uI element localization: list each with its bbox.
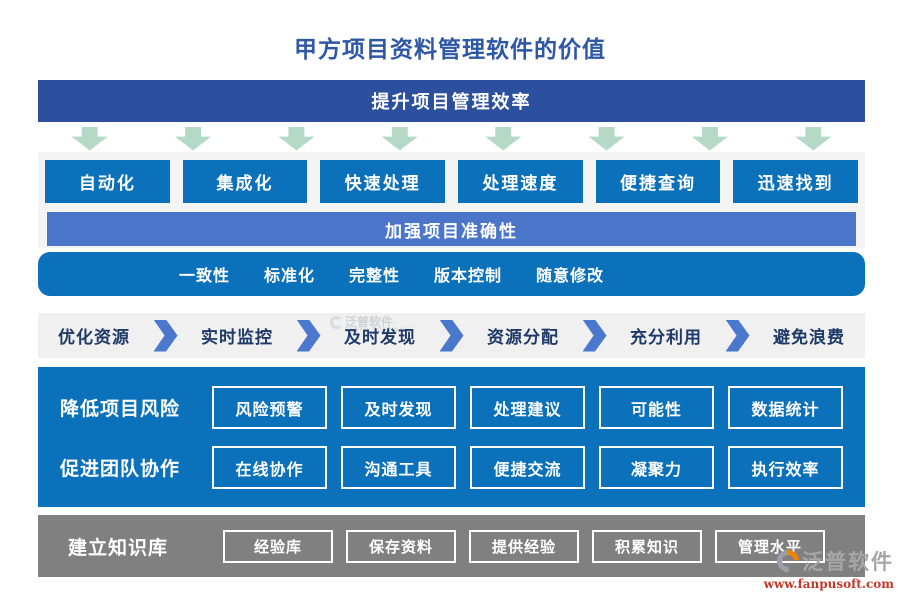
risk-item-suggestions: 处理建议 [470, 386, 585, 429]
risk-item-warning: 风险预警 [212, 386, 327, 429]
flow-step-timely-discovery: 及时发现 [344, 328, 416, 348]
banner-enhance-accuracy: 加强项目准确性 [47, 212, 856, 246]
page-title: 甲方项目资料管理软件的价值 [294, 37, 606, 63]
down-arrow-icon [381, 126, 418, 151]
fanpu-logo-icon [772, 545, 804, 577]
accuracy-items-bar: 一致性 标准化 完整性 版本控制 随意修改 [38, 252, 865, 296]
flow-step-optimize-resources: 优化资源 [58, 328, 130, 348]
teamwork-item-communication-tools: 沟通工具 [341, 446, 456, 489]
chevron-right-icon [439, 319, 464, 352]
knowledge-item-accumulate-knowledge: 积累知识 [592, 529, 702, 563]
efficiency-item-fast-processing: 快速处理 [320, 160, 446, 203]
teamwork-row: 促进团队协作 在线协作 沟通工具 便捷交流 凝聚力 执行效率 [38, 446, 865, 489]
accuracy-item-version-control: 版本控制 [434, 266, 503, 285]
knowledge-item-save-documents: 保存资料 [346, 529, 456, 563]
down-arrow-icon [691, 126, 728, 151]
efficiency-section: 自动化 集成化 快速处理 处理速度 便捷查询 迅速找到 加强项目准确性 [38, 152, 865, 248]
down-arrow-icon [71, 126, 108, 151]
down-arrow-icon [795, 126, 832, 151]
down-arrow-icon [175, 126, 212, 151]
risk-teamwork-section: 降低项目风险 风险预警 及时发现 处理建议 可能性 数据统计 促进团队协作 在线… [38, 367, 865, 507]
efficiency-item-quick-find: 迅速找到 [733, 160, 859, 203]
down-arrow-icon [485, 126, 522, 151]
chevron-right-icon [582, 319, 607, 352]
teamwork-item-easy-communication: 便捷交流 [470, 446, 585, 489]
knowledge-item-experience-base: 经验库 [223, 529, 333, 563]
knowledge-item-provide-experience: 提供经验 [469, 529, 579, 563]
chevron-right-icon [725, 319, 750, 352]
risk-items: 风险预警 及时发现 处理建议 可能性 数据统计 [212, 386, 843, 429]
risk-label: 降低项目风险 [60, 398, 181, 420]
teamwork-item-execution-efficiency: 执行效率 [728, 446, 843, 489]
accuracy-item-standardization: 标准化 [263, 266, 315, 285]
knowledge-section: 建立知识库 经验库 保存资料 提供经验 积累知识 管理水平 [38, 515, 865, 577]
flow-step-realtime-monitoring: 实时监控 [201, 328, 273, 348]
banner-improve-efficiency: 提升项目管理效率 [38, 80, 865, 122]
down-arrow-icon [588, 126, 625, 151]
efficiency-item-automation: 自动化 [45, 160, 170, 203]
knowledge-item-management-level: 管理水平 [715, 529, 825, 563]
knowledge-items: 经验库 保存资料 提供经验 积累知识 管理水平 [223, 529, 825, 563]
teamwork-label: 促进团队协作 [60, 458, 181, 480]
teamwork-item-cohesion: 凝聚力 [599, 446, 714, 489]
teamwork-items: 在线协作 沟通工具 便捷交流 凝聚力 执行效率 [212, 446, 843, 489]
knowledge-label: 建立知识库 [68, 536, 169, 559]
fanpu-website-url[interactable]: www.fanpusoft.com [763, 577, 894, 591]
watermark-text: 泛普软件 [345, 315, 394, 329]
flow-step-avoid-waste: 避免浪费 [773, 328, 845, 348]
efficiency-item-processing-speed: 处理速度 [458, 160, 583, 203]
resource-flow-bar: 泛普软件 FANPU SOFTWARE 优化资源 实时监控 及时发现 资源分配 … [38, 313, 865, 358]
teamwork-item-online-collaboration: 在线协作 [212, 446, 327, 489]
risk-row: 降低项目风险 风险预警 及时发现 处理建议 可能性 数据统计 [38, 386, 865, 429]
flow-step-resource-allocation: 资源分配 [487, 328, 559, 348]
risk-item-timely-discovery: 及时发现 [341, 386, 456, 429]
accuracy-item-arbitrary-modification: 随意修改 [536, 266, 605, 285]
flow-step-full-utilization: 充分利用 [630, 328, 702, 348]
watermark-logo-icon [330, 316, 343, 329]
watermark: 泛普软件 FANPU SOFTWARE [330, 316, 414, 334]
down-arrow-icon [278, 126, 315, 151]
down-arrows-row [38, 126, 865, 151]
chevron-right-icon [296, 319, 321, 352]
fanpu-logo-name: 泛普软件 [802, 550, 894, 574]
chevron-right-icon [153, 319, 178, 352]
accuracy-item-integrity: 完整性 [348, 266, 400, 285]
efficiency-items-row: 自动化 集成化 快速处理 处理速度 便捷查询 迅速找到 [45, 160, 859, 203]
accuracy-item-consistency: 一致性 [178, 266, 230, 285]
risk-item-data-statistics: 数据统计 [728, 386, 843, 429]
risk-item-possibility: 可能性 [599, 386, 714, 429]
fanpu-logo: 泛普软件 www.fanpusoft.com [744, 545, 894, 591]
watermark-subtext: FANPU SOFTWARE [345, 327, 414, 334]
efficiency-item-integration: 集成化 [182, 160, 308, 203]
efficiency-item-easy-query: 便捷查询 [595, 160, 721, 203]
